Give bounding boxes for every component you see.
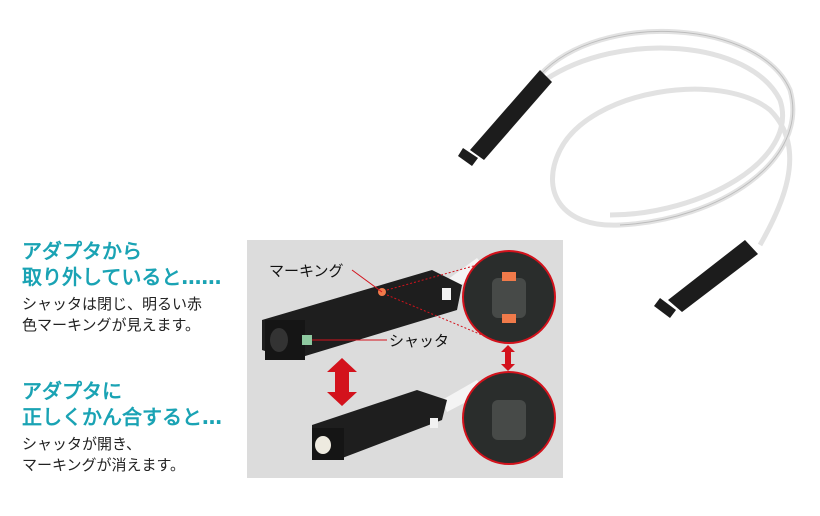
- detached-description-line-2: 色マーキングが見えます。: [22, 316, 201, 334]
- mated-heading: アダプタに 正しくかん合すると…: [22, 378, 222, 430]
- upper-connector: [458, 70, 552, 166]
- detached-heading-line-2: 取り外していると……: [22, 265, 222, 289]
- marking-label: マーキング: [269, 262, 344, 280]
- small-double-arrow-icon: [501, 345, 515, 371]
- detached-description: シャッタは閉じ、明るい赤 色マーキングが見えます。: [22, 294, 202, 336]
- double-arrow-icon: [327, 358, 357, 406]
- detached-heading-line-1: アダプタから: [22, 239, 142, 263]
- connector-illustration: [262, 250, 556, 465]
- unmated-connector: [262, 270, 462, 360]
- mated-description: シャッタが開き、 マーキングが消えます。: [22, 434, 185, 476]
- lower-connector: [654, 240, 758, 318]
- shutter-label: シャッタ: [389, 332, 450, 350]
- mated-heading-line-2: 正しくかん合すると…: [22, 405, 222, 429]
- mated-heading-line-1: アダプタに: [22, 379, 122, 403]
- detached-heading: アダプタから 取り外していると……: [22, 238, 221, 290]
- connector-comparison-panel: マーキング シャッタ: [247, 240, 563, 478]
- shutter-window: [302, 335, 312, 345]
- mated-connector: [312, 390, 447, 460]
- mated-description-line-2: マーキングが消えます。: [22, 456, 186, 474]
- no-marking-closeup-circle: [462, 371, 556, 465]
- marking-closeup-circle: [462, 250, 556, 344]
- detached-description-line-1: シャッタは閉じ、明るい赤: [22, 295, 203, 313]
- mated-description-line-1: シャッタが開き、: [22, 435, 141, 453]
